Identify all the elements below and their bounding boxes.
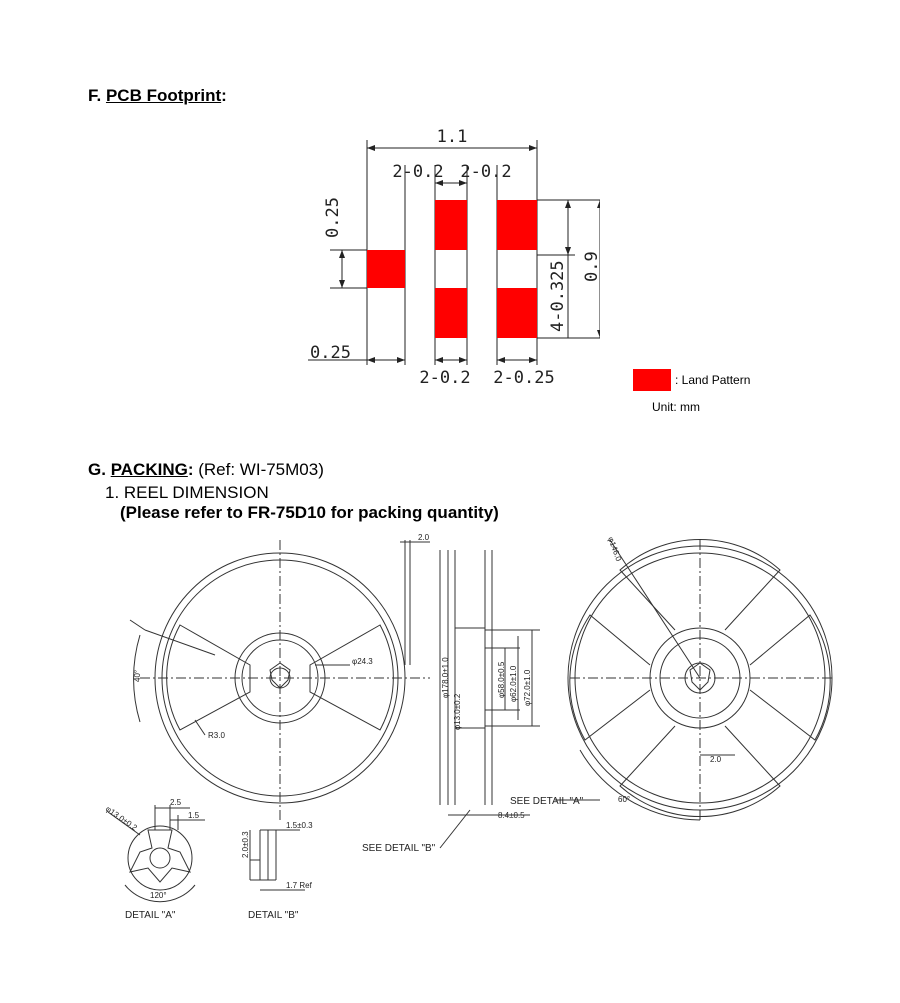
packing-quantity-note: (Please refer to FR-75D10 for packing qu… xyxy=(120,503,499,522)
back-slot: 2.0 xyxy=(710,755,722,764)
detail-b-view xyxy=(249,829,305,891)
dim-pitch: 4-0.325 xyxy=(548,260,568,332)
dim-bottom-right: 2-0.25 xyxy=(493,368,554,388)
detail-a-label: DETAIL "A" xyxy=(125,910,176,921)
land-pattern-pads xyxy=(367,200,537,338)
reel-front-view xyxy=(129,540,430,820)
side-outer-dia: φ178.0±1.0 xyxy=(441,657,450,698)
section-f-name: PCB Footprint xyxy=(105,86,222,105)
section-g-name: PACKING xyxy=(110,460,188,479)
dim-top-left: 2-0.2 xyxy=(392,162,443,182)
back-angle: 60° xyxy=(618,795,630,804)
unit-label: Unit: mm xyxy=(652,400,700,414)
land-pattern-label: : Land Pattern xyxy=(675,373,751,387)
reel-back-view xyxy=(555,538,835,821)
section-f-title: F. PCB Footprint: xyxy=(88,86,227,106)
side-dia-b: φ62.0±1.0 xyxy=(509,665,518,702)
detail-b-label: DETAIL "B" xyxy=(248,910,299,921)
side-dia-a: φ58.0±0.5 xyxy=(497,661,506,698)
dim-left-pad-height: 0.25 xyxy=(323,197,343,238)
reel-side-view xyxy=(400,540,540,849)
reel-dimension-drawing: 40° R3.0 φ24.3 2.0 φ178.0±1.0 φ13.0±0.2 … xyxy=(104,533,835,921)
detail-a-d1: 2.5 xyxy=(170,798,182,807)
dim-top-right: 2-0.2 xyxy=(460,162,511,182)
detail-a-d2: 1.5 xyxy=(188,811,200,820)
front-angle: 40° xyxy=(133,670,142,682)
side-spindle-dia: φ13.0±0.2 xyxy=(453,693,462,730)
detail-b-d1: 1.5±0.3 xyxy=(286,821,313,830)
front-hub-dia: φ24.3 xyxy=(352,657,373,666)
section-g-title: G. PACKING: (Ref: WI-75M03) xyxy=(88,460,324,480)
land-pattern-swatch xyxy=(633,369,671,391)
see-detail-a-callout: SEE DETAIL "A" xyxy=(510,796,584,807)
detail-a-dia: φ13.0±0.2 xyxy=(104,804,139,832)
pad-top-left xyxy=(435,200,467,250)
dim-total-width: 1.1 xyxy=(437,127,468,147)
dim-left-pad-width: 0.25 xyxy=(310,343,351,363)
reel-dimension-heading: 1. REEL DIMENSION xyxy=(105,483,269,502)
section-f-colon: : xyxy=(221,86,227,105)
pad-bottom-left xyxy=(435,288,467,338)
detail-b-d3: 1.7 Ref xyxy=(286,881,313,890)
side-width: 8.4±0.5 xyxy=(498,811,525,820)
pad-bottom-right xyxy=(497,288,537,338)
side-flange-thk: 2.0 xyxy=(418,533,430,542)
front-radius: R3.0 xyxy=(208,731,225,740)
dim-bottom-left: 2-0.2 xyxy=(419,368,470,388)
left-pad xyxy=(367,250,405,288)
pad-top-right xyxy=(497,200,537,250)
detail-a-view xyxy=(107,805,205,903)
side-dia-c: φ72.0±1.0 xyxy=(523,669,532,706)
dim-total-height: 0.9 xyxy=(582,251,600,282)
detail-a-angle: 120° xyxy=(150,891,167,900)
back-outer-dia: φ146.0 xyxy=(606,536,623,563)
section-g-letter: G. xyxy=(88,460,106,479)
section-f-letter: F. xyxy=(88,86,102,105)
section-g-colon: : xyxy=(187,460,194,479)
pcb-footprint-drawing: 1.1 2-0.2 2-0.2 0.25 0.25 2-0.2 2-0.25 4… xyxy=(308,127,600,388)
detail-b-d2: 2.0±0.3 xyxy=(241,831,250,858)
see-detail-b-callout: SEE DETAIL "B" xyxy=(362,843,436,854)
section-g-ref: (Ref: WI-75M03) xyxy=(198,460,324,479)
